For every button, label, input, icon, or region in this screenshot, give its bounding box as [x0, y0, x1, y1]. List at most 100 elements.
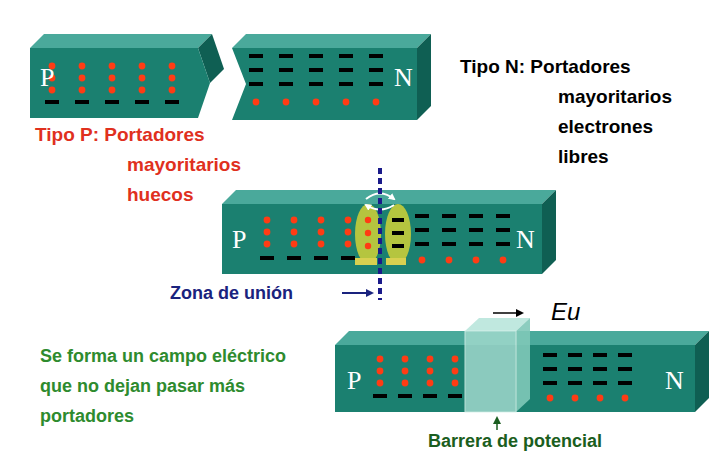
electron-dash — [165, 100, 179, 104]
hole-dot — [318, 241, 325, 248]
electron-dash — [398, 394, 412, 398]
hole-dot — [365, 217, 371, 223]
hole-dot — [427, 368, 434, 375]
hole-dot — [500, 257, 507, 264]
hole-dot — [109, 87, 116, 94]
hole-dot — [402, 380, 409, 387]
carrier-bar — [355, 258, 377, 265]
block-top — [222, 190, 556, 204]
hole-dot — [452, 368, 459, 375]
electron-dash — [469, 242, 483, 246]
hole-dot — [109, 75, 116, 82]
electron-dash — [75, 100, 89, 104]
electron-dash — [309, 54, 323, 58]
electron-dash — [593, 381, 607, 385]
block-top — [30, 34, 212, 48]
electron-dash — [415, 228, 429, 232]
leader-arrow — [342, 292, 372, 294]
potential-barrier — [465, 331, 516, 412]
block-top — [232, 34, 431, 48]
junction-label: Zona de unión — [170, 281, 293, 305]
electron-dash — [543, 353, 557, 357]
hole-dot — [446, 257, 453, 264]
hole-dot — [169, 75, 176, 82]
region-letter: N — [394, 64, 413, 92]
electron-dash — [423, 394, 437, 398]
type-p-note: Tipo P: Portadores mayoritarios huecos — [35, 120, 262, 210]
hole-dot — [402, 368, 409, 375]
electron-dash — [415, 242, 429, 246]
electron-dash — [279, 68, 293, 72]
region-letter: P — [232, 226, 246, 254]
block-front — [335, 345, 695, 412]
hole-dot — [291, 229, 298, 236]
depletion-ellipse — [385, 204, 411, 264]
barrier-label: Barrera de potencial — [428, 429, 602, 453]
hole-dot — [169, 63, 176, 70]
hole-dot — [139, 75, 146, 82]
hole-dot — [79, 75, 86, 82]
electron-dash — [593, 353, 607, 357]
hole-dot — [345, 217, 352, 224]
field-label: Eu — [551, 298, 580, 326]
hole-dot — [291, 241, 298, 248]
electron-dash — [448, 394, 462, 398]
hole-dot — [452, 356, 459, 363]
electron-dash — [593, 367, 607, 371]
depletion-ellipse — [355, 204, 381, 264]
electron-dash — [249, 54, 263, 58]
electron-dash — [392, 244, 404, 248]
hole-dot — [365, 230, 371, 236]
hole-dot — [79, 87, 86, 94]
electron-dash — [392, 231, 404, 235]
semiconductor-block: N — [232, 34, 431, 120]
electron-dash — [339, 82, 353, 86]
hole-dot — [365, 243, 371, 249]
block-side — [695, 331, 709, 412]
electron-dash — [309, 82, 323, 86]
electron-dash — [496, 242, 510, 246]
junction-line — [378, 168, 382, 300]
electron-dash — [309, 68, 323, 72]
hole-dot — [377, 356, 384, 363]
hole-dot — [597, 395, 604, 402]
electron-dash — [543, 381, 557, 385]
electron-dash — [249, 68, 263, 72]
electron-dash — [442, 214, 456, 218]
hole-dot — [318, 229, 325, 236]
carrier-bar — [386, 258, 406, 265]
region-letter: P — [40, 64, 54, 92]
electron-dash — [496, 228, 510, 232]
electron-dash — [105, 100, 119, 104]
block-shape — [30, 34, 224, 118]
electron-dash — [341, 256, 355, 260]
electron-dash — [373, 394, 387, 398]
electron-dash — [618, 353, 632, 357]
hole-dot — [291, 217, 298, 224]
semiconductor-block: P — [30, 34, 224, 118]
electron-dash — [568, 381, 582, 385]
block-side — [417, 34, 431, 120]
electron-dash — [568, 367, 582, 371]
electron-dash — [442, 228, 456, 232]
electron-dash — [392, 218, 404, 222]
hole-dot — [547, 395, 554, 402]
field-arrow — [493, 312, 522, 314]
hole-dot — [318, 217, 325, 224]
hole-dot — [169, 87, 176, 94]
electron-dash — [543, 367, 557, 371]
block-side — [542, 190, 556, 274]
field-note: Se forma un campo eléctrico que no dejan… — [40, 341, 290, 431]
electron-dash — [369, 82, 383, 86]
electron-dash — [442, 242, 456, 246]
block-top — [335, 331, 709, 345]
block-front — [30, 48, 210, 118]
hole-dot — [264, 229, 271, 236]
hole-dot — [345, 229, 352, 236]
electron-dash — [618, 381, 632, 385]
hole-dot — [402, 356, 409, 363]
hole-dot — [427, 380, 434, 387]
hole-dot — [452, 380, 459, 387]
hole-dot — [343, 99, 350, 106]
